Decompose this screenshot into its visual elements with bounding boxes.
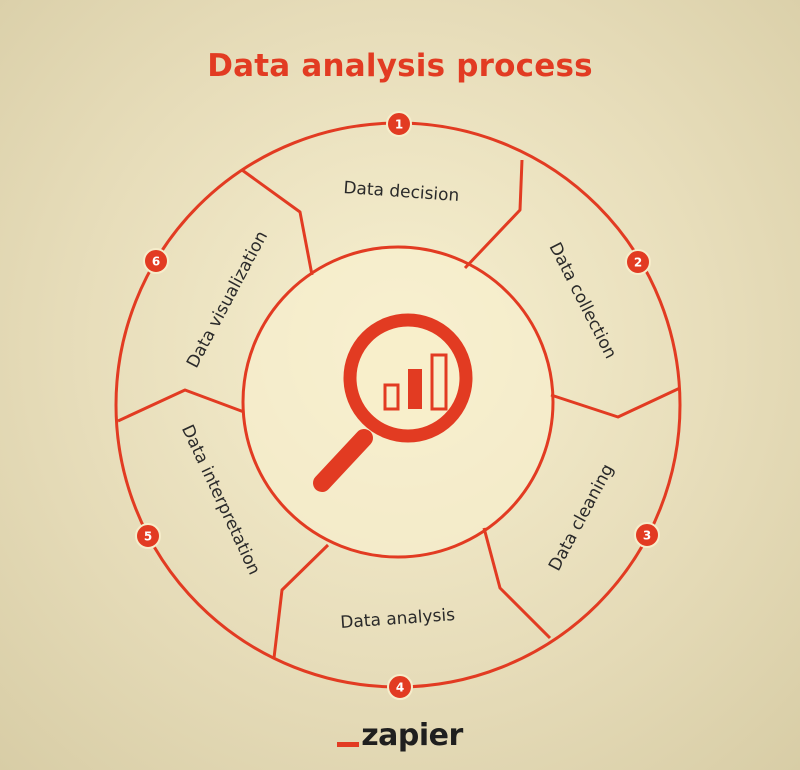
logo-underscore-mark xyxy=(337,742,360,747)
svg-text:2: 2 xyxy=(634,256,642,270)
diagram-title: Data analysis process xyxy=(207,48,593,84)
step-label-2: Data collection xyxy=(545,239,621,362)
zapier-logo: zapier xyxy=(0,718,800,753)
step-badge-3: 3 xyxy=(634,522,660,548)
svg-text:3: 3 xyxy=(643,529,651,543)
step-badge-5: 5 xyxy=(135,523,161,549)
step-badge-6: 6 xyxy=(143,248,169,274)
step-badge-2: 2 xyxy=(625,249,651,275)
step-badge-1: 1 xyxy=(386,111,412,137)
svg-text:4: 4 xyxy=(396,681,404,695)
step-badge-4: 4 xyxy=(387,674,413,700)
logo-text: zapier xyxy=(361,718,463,753)
svg-text:6: 6 xyxy=(152,255,160,269)
svg-text:1: 1 xyxy=(395,118,403,132)
step-label-3: Data cleaning xyxy=(545,461,618,575)
magnifier-bar-chart-icon xyxy=(313,313,473,492)
step-label-4: Data analysis xyxy=(340,605,456,633)
step-label-1: Data decision xyxy=(343,178,460,206)
segment-dividers xyxy=(117,159,681,659)
svg-text:5: 5 xyxy=(144,530,152,544)
